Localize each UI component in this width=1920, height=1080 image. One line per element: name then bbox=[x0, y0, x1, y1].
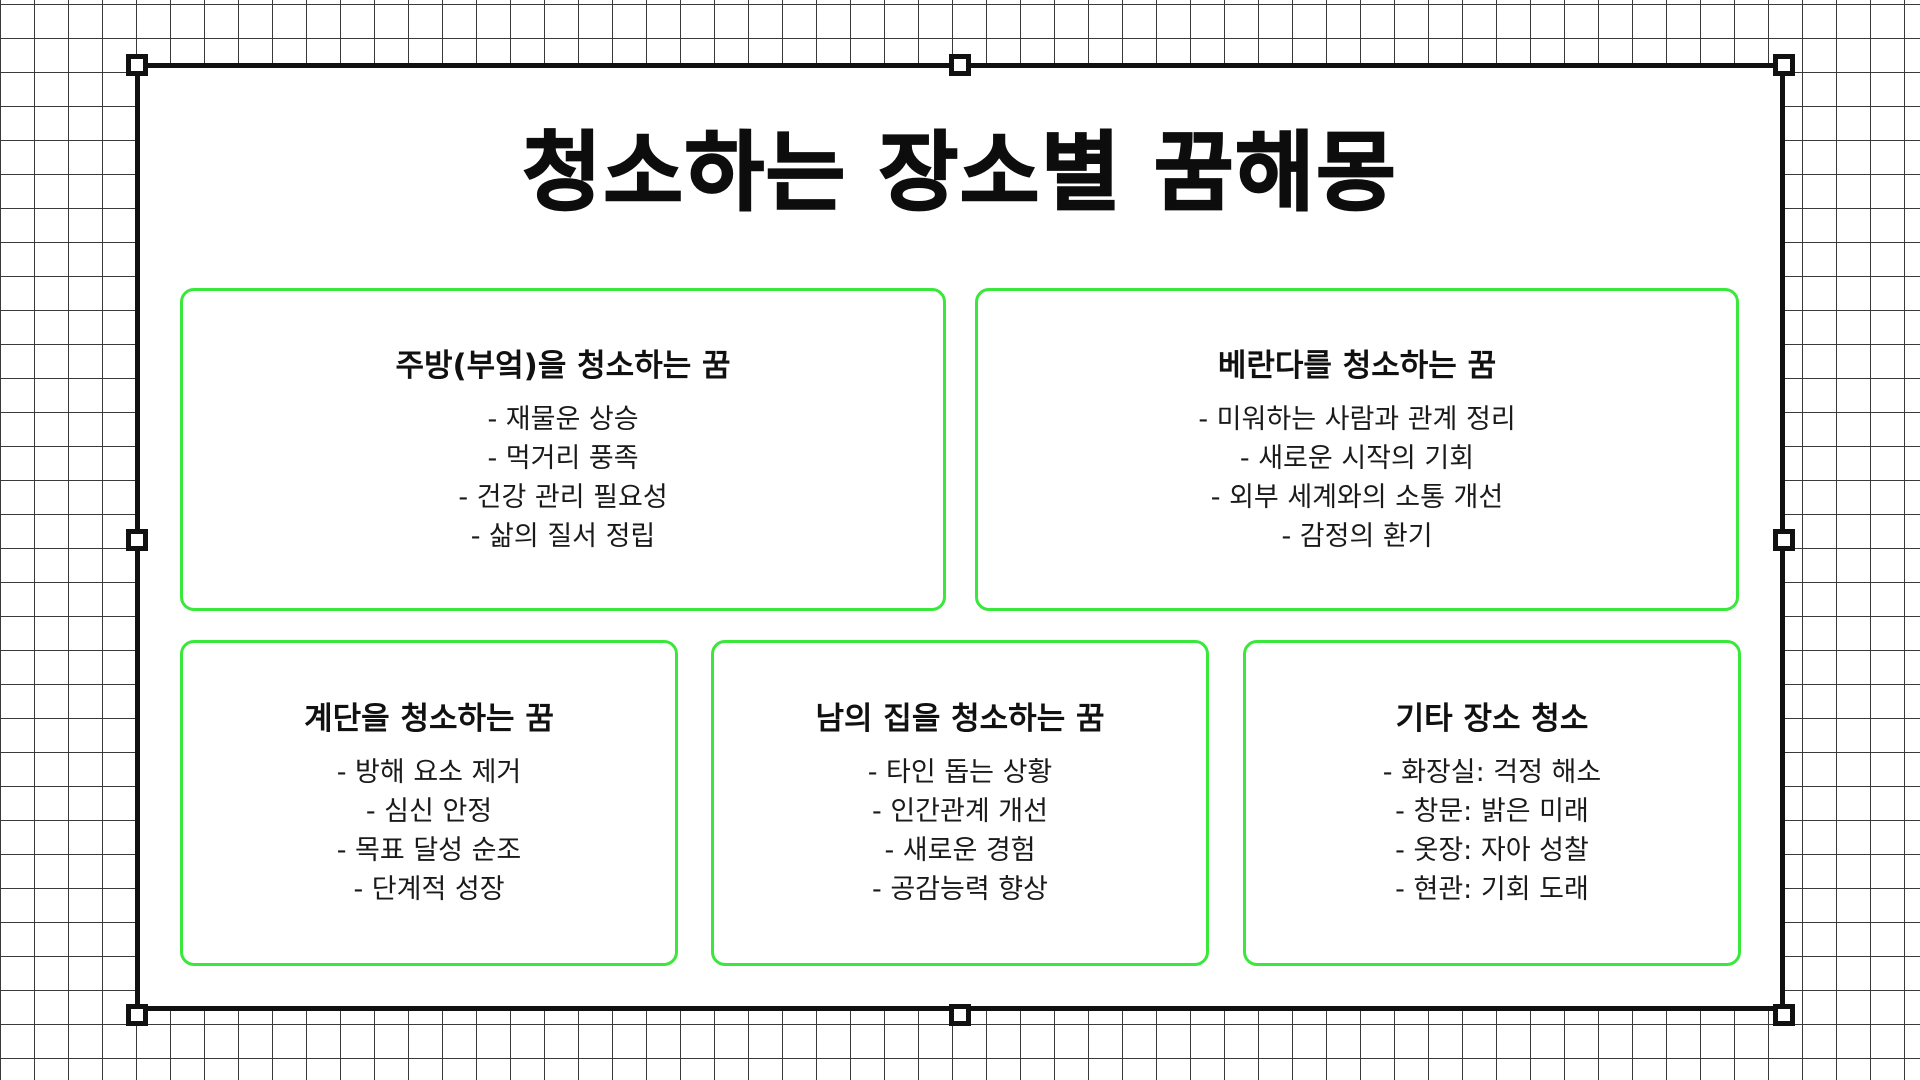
card-others-house: 남의 집을 청소하는 꿈 - 타인 돕는 상황 - 인간관계 개선 - 새로운 … bbox=[711, 640, 1209, 966]
card-list: - 화장실: 걱정 해소 - 창문: 밝은 미래 - 옷장: 자아 성찰 - 현… bbox=[1383, 753, 1601, 909]
card-stairs: 계단을 청소하는 꿈 - 방해 요소 제거 - 심신 안정 - 목표 달성 순조… bbox=[180, 640, 678, 966]
list-item: - 심신 안정 bbox=[365, 796, 493, 827]
card-title: 남의 집을 청소하는 꿈 bbox=[815, 701, 1105, 737]
list-item: - 목표 달성 순조 bbox=[336, 835, 522, 866]
list-item: - 삶의 질서 정립 bbox=[470, 520, 656, 552]
list-item: - 미워하는 사람과 관계 정리 bbox=[1198, 403, 1516, 435]
list-item: - 재물운 상승 bbox=[487, 403, 639, 435]
card-veranda: 베란다를 청소하는 꿈 - 미워하는 사람과 관계 정리 - 새로운 시작의 기… bbox=[975, 288, 1739, 611]
list-item: - 감정의 환기 bbox=[1281, 520, 1433, 552]
resize-handle-top-left[interactable] bbox=[126, 54, 148, 76]
list-item: - 단계적 성장 bbox=[353, 874, 505, 905]
card-title: 주방(부엌)을 청소하는 꿈 bbox=[395, 347, 731, 384]
list-item: - 먹거리 풍족 bbox=[487, 442, 639, 474]
card-title: 베란다를 청소하는 꿈 bbox=[1217, 347, 1497, 384]
card-list: - 미워하는 사람과 관계 정리 - 새로운 시작의 기회 - 외부 세계와의 … bbox=[1198, 400, 1515, 556]
resize-handle-top-center[interactable] bbox=[949, 54, 971, 76]
list-item: - 새로운 시작의 기회 bbox=[1239, 442, 1475, 474]
resize-handle-bottom-left[interactable] bbox=[126, 1004, 148, 1026]
card-title: 계단을 청소하는 꿈 bbox=[304, 701, 554, 737]
card-other-places: 기타 장소 청소 - 화장실: 걱정 해소 - 창문: 밝은 미래 - 옷장: … bbox=[1243, 640, 1741, 966]
page-title: 청소하는 장소별 꿈해몽 bbox=[521, 122, 1398, 224]
card-title: 기타 장소 청소 bbox=[1395, 701, 1589, 737]
list-item: - 새로운 경험 bbox=[884, 835, 1036, 866]
list-item: - 외부 세계와의 소통 개선 bbox=[1210, 481, 1504, 513]
list-item: - 화장실: 걱정 해소 bbox=[1382, 757, 1602, 788]
list-item: - 현관: 기회 도래 bbox=[1395, 874, 1589, 905]
list-item: - 건강 관리 필요성 bbox=[458, 481, 668, 513]
list-item: - 공감능력 향상 bbox=[872, 874, 1048, 905]
resize-handle-top-right[interactable] bbox=[1773, 54, 1795, 76]
card-kitchen: 주방(부엌)을 청소하는 꿈 - 재물운 상승 - 먹거리 풍족 - 건강 관리… bbox=[180, 288, 946, 611]
list-item: - 인간관계 개선 bbox=[872, 796, 1048, 827]
list-item: - 옷장: 자아 성찰 bbox=[1395, 835, 1589, 866]
list-item: - 타인 돕는 상황 bbox=[867, 757, 1053, 788]
resize-handle-bottom-center[interactable] bbox=[949, 1004, 971, 1026]
card-list: - 방해 요소 제거 - 심신 안정 - 목표 달성 순조 - 단계적 성장 bbox=[337, 753, 522, 909]
card-list: - 재물운 상승 - 먹거리 풍족 - 건강 관리 필요성 - 삶의 질서 정립 bbox=[458, 400, 667, 556]
card-list: - 타인 돕는 상황 - 인간관계 개선 - 새로운 경험 - 공감능력 향상 bbox=[868, 753, 1053, 909]
resize-handle-middle-left[interactable] bbox=[126, 529, 148, 551]
resize-handle-bottom-right[interactable] bbox=[1773, 1004, 1795, 1026]
list-item: - 방해 요소 제거 bbox=[336, 757, 522, 788]
list-item: - 창문: 밝은 미래 bbox=[1395, 796, 1589, 827]
resize-handle-middle-right[interactable] bbox=[1773, 529, 1795, 551]
